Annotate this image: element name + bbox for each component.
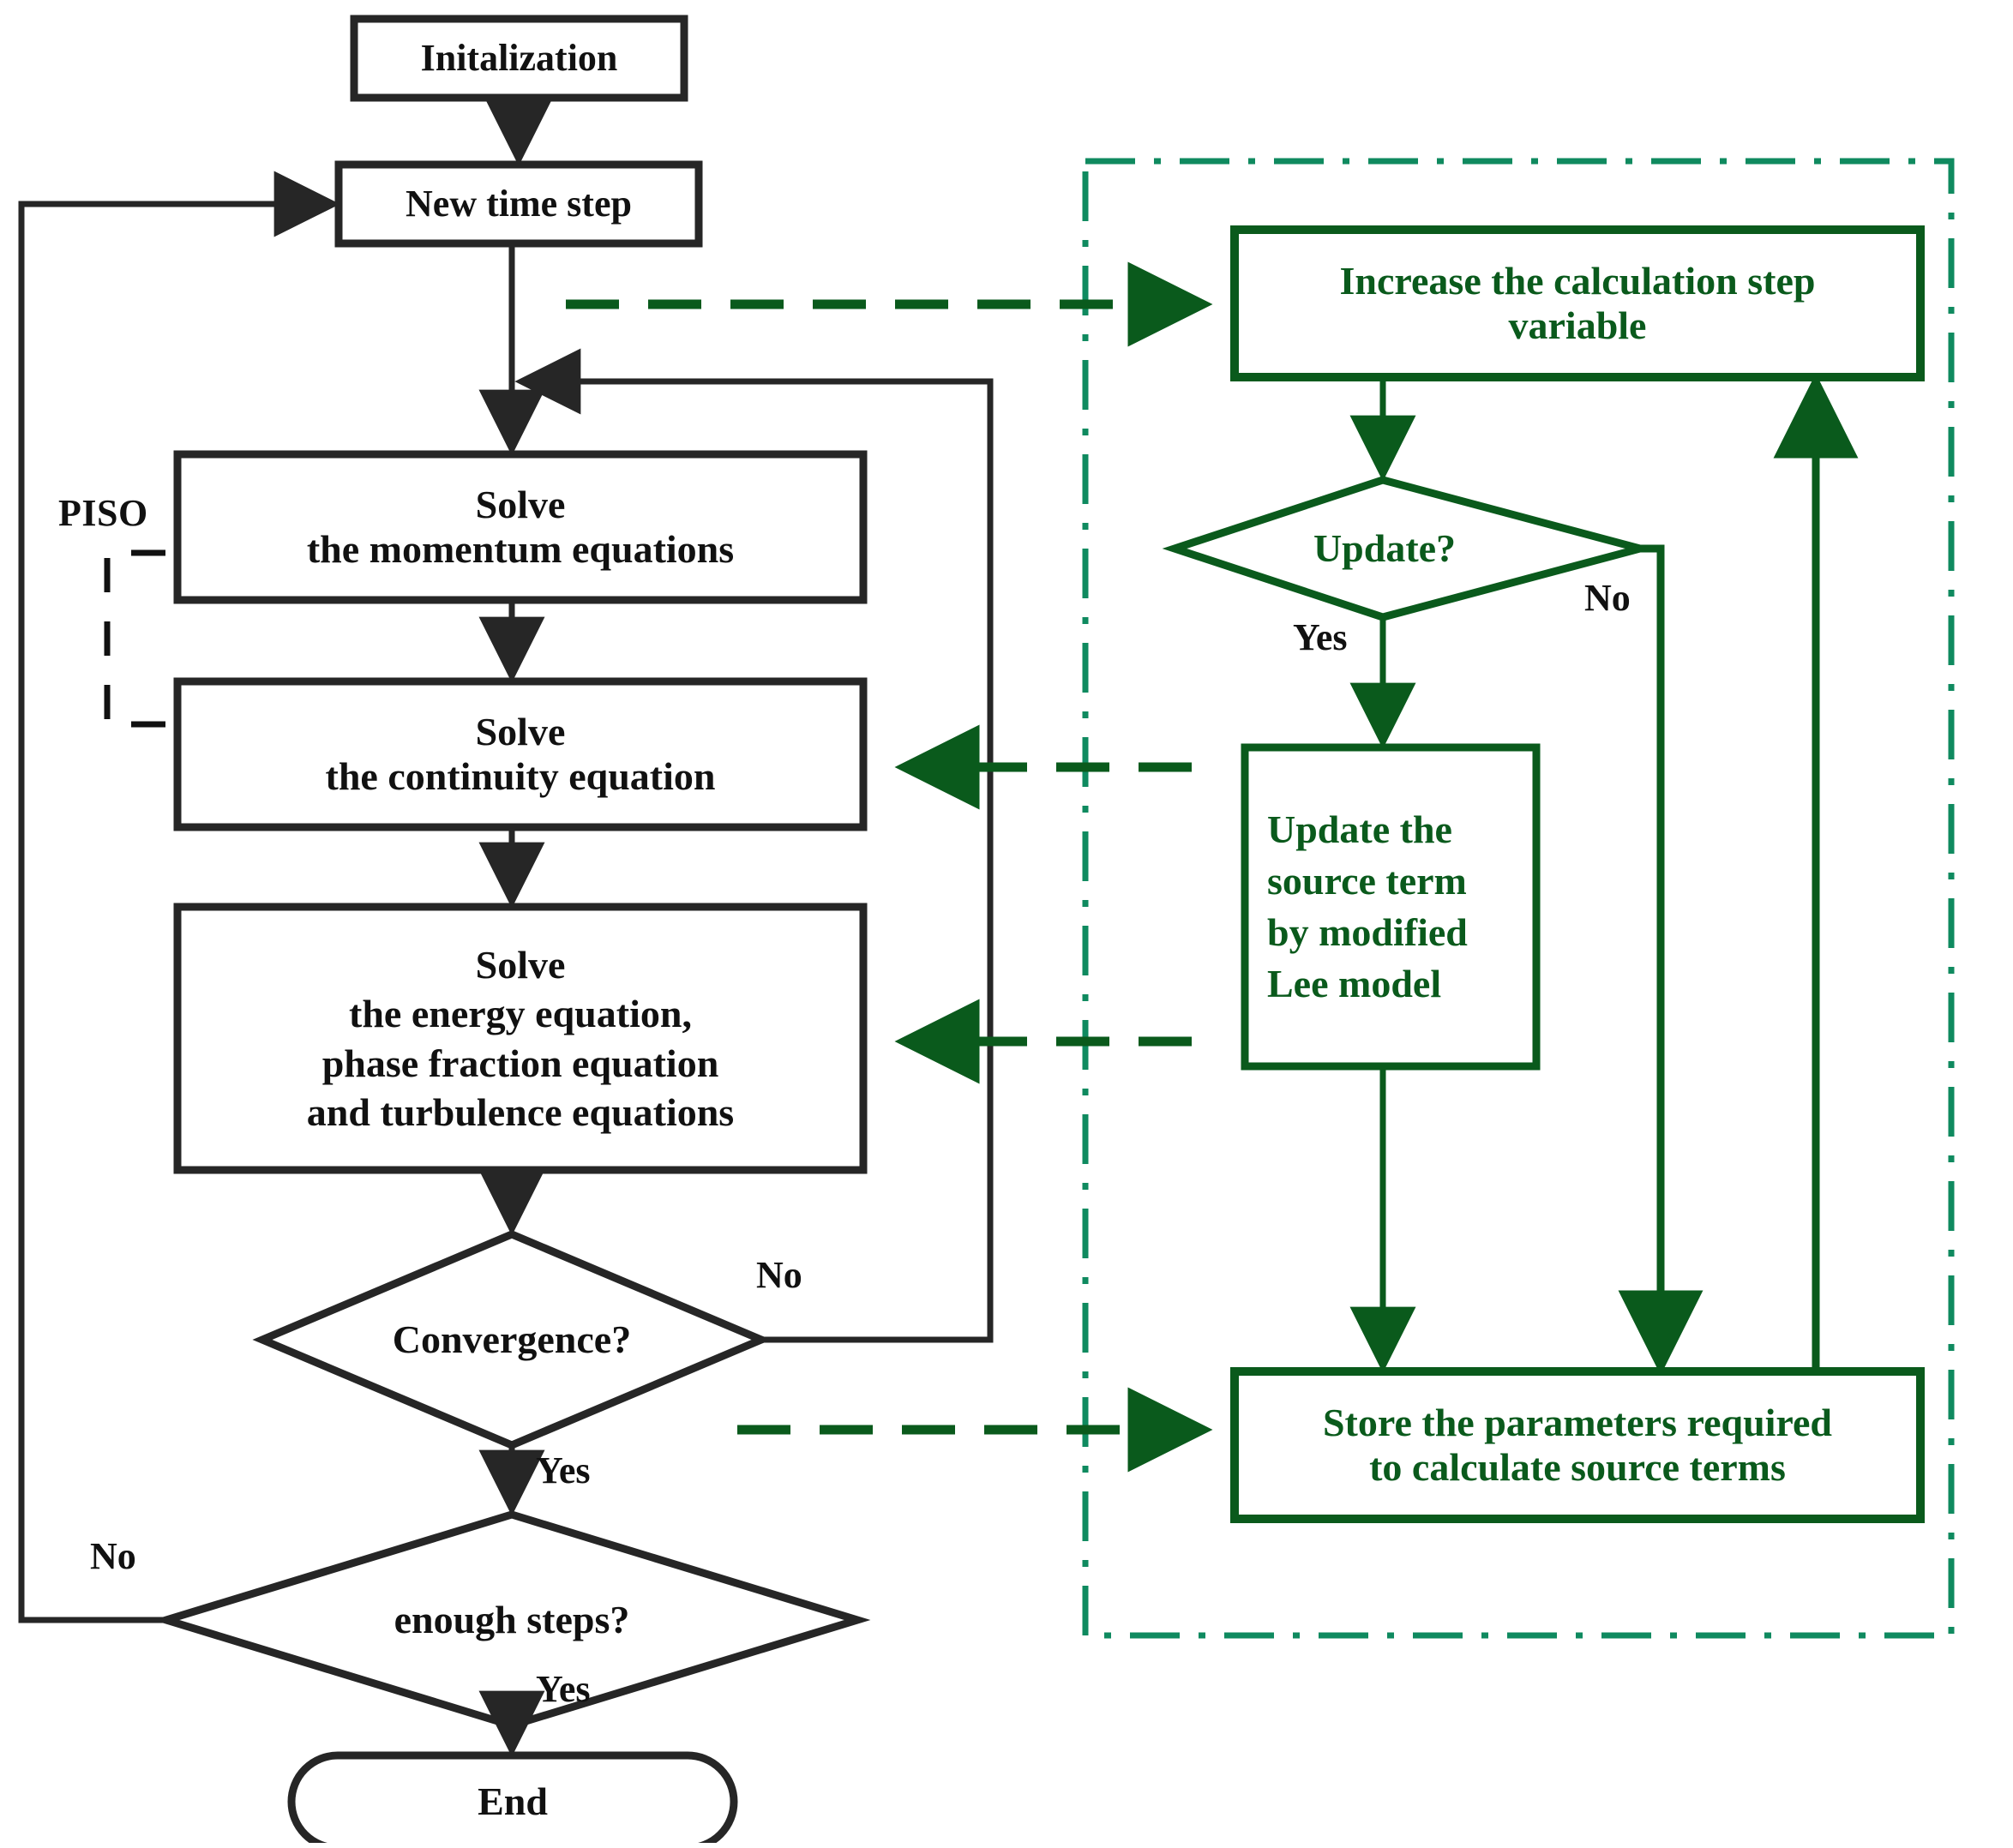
node-store-parameters-shape <box>1230 1367 1925 1523</box>
edge-label-enough-steps-yes: Yes <box>536 1668 591 1710</box>
node-update-shape <box>1162 476 1655 621</box>
piso-bracket <box>104 549 165 728</box>
edge-label-update-yes: Yes <box>1293 616 1348 658</box>
node-end-shape <box>287 1751 738 1843</box>
node-new-time-step-shape <box>334 160 703 248</box>
piso-bracket-label: PISO <box>58 492 148 534</box>
green-region-boundary <box>1082 158 1955 1639</box>
node-update-source-term-shape <box>1241 743 1541 1071</box>
node-increase-step-shape <box>1230 225 1925 381</box>
node-continuity-shape <box>173 677 868 831</box>
edge-label-update-no: No <box>1584 577 1631 619</box>
node-convergence-shape <box>252 1230 772 1449</box>
edge-update-no-to-store <box>1618 544 1704 1376</box>
edge-label-enough-steps-no: No <box>90 1535 136 1577</box>
node-momentum-shape <box>173 450 868 604</box>
node-initalization-shape <box>350 15 688 102</box>
edge-convergence-no-feedback <box>514 348 994 1343</box>
node-enough-steps-shape <box>153 1510 871 1730</box>
edge-label-convergence-no: No <box>756 1254 802 1296</box>
edge-label-convergence-yes: Yes <box>536 1449 591 1491</box>
node-energy-shape <box>173 903 868 1174</box>
edge-enoughsteps-no-feedback <box>18 171 340 1623</box>
